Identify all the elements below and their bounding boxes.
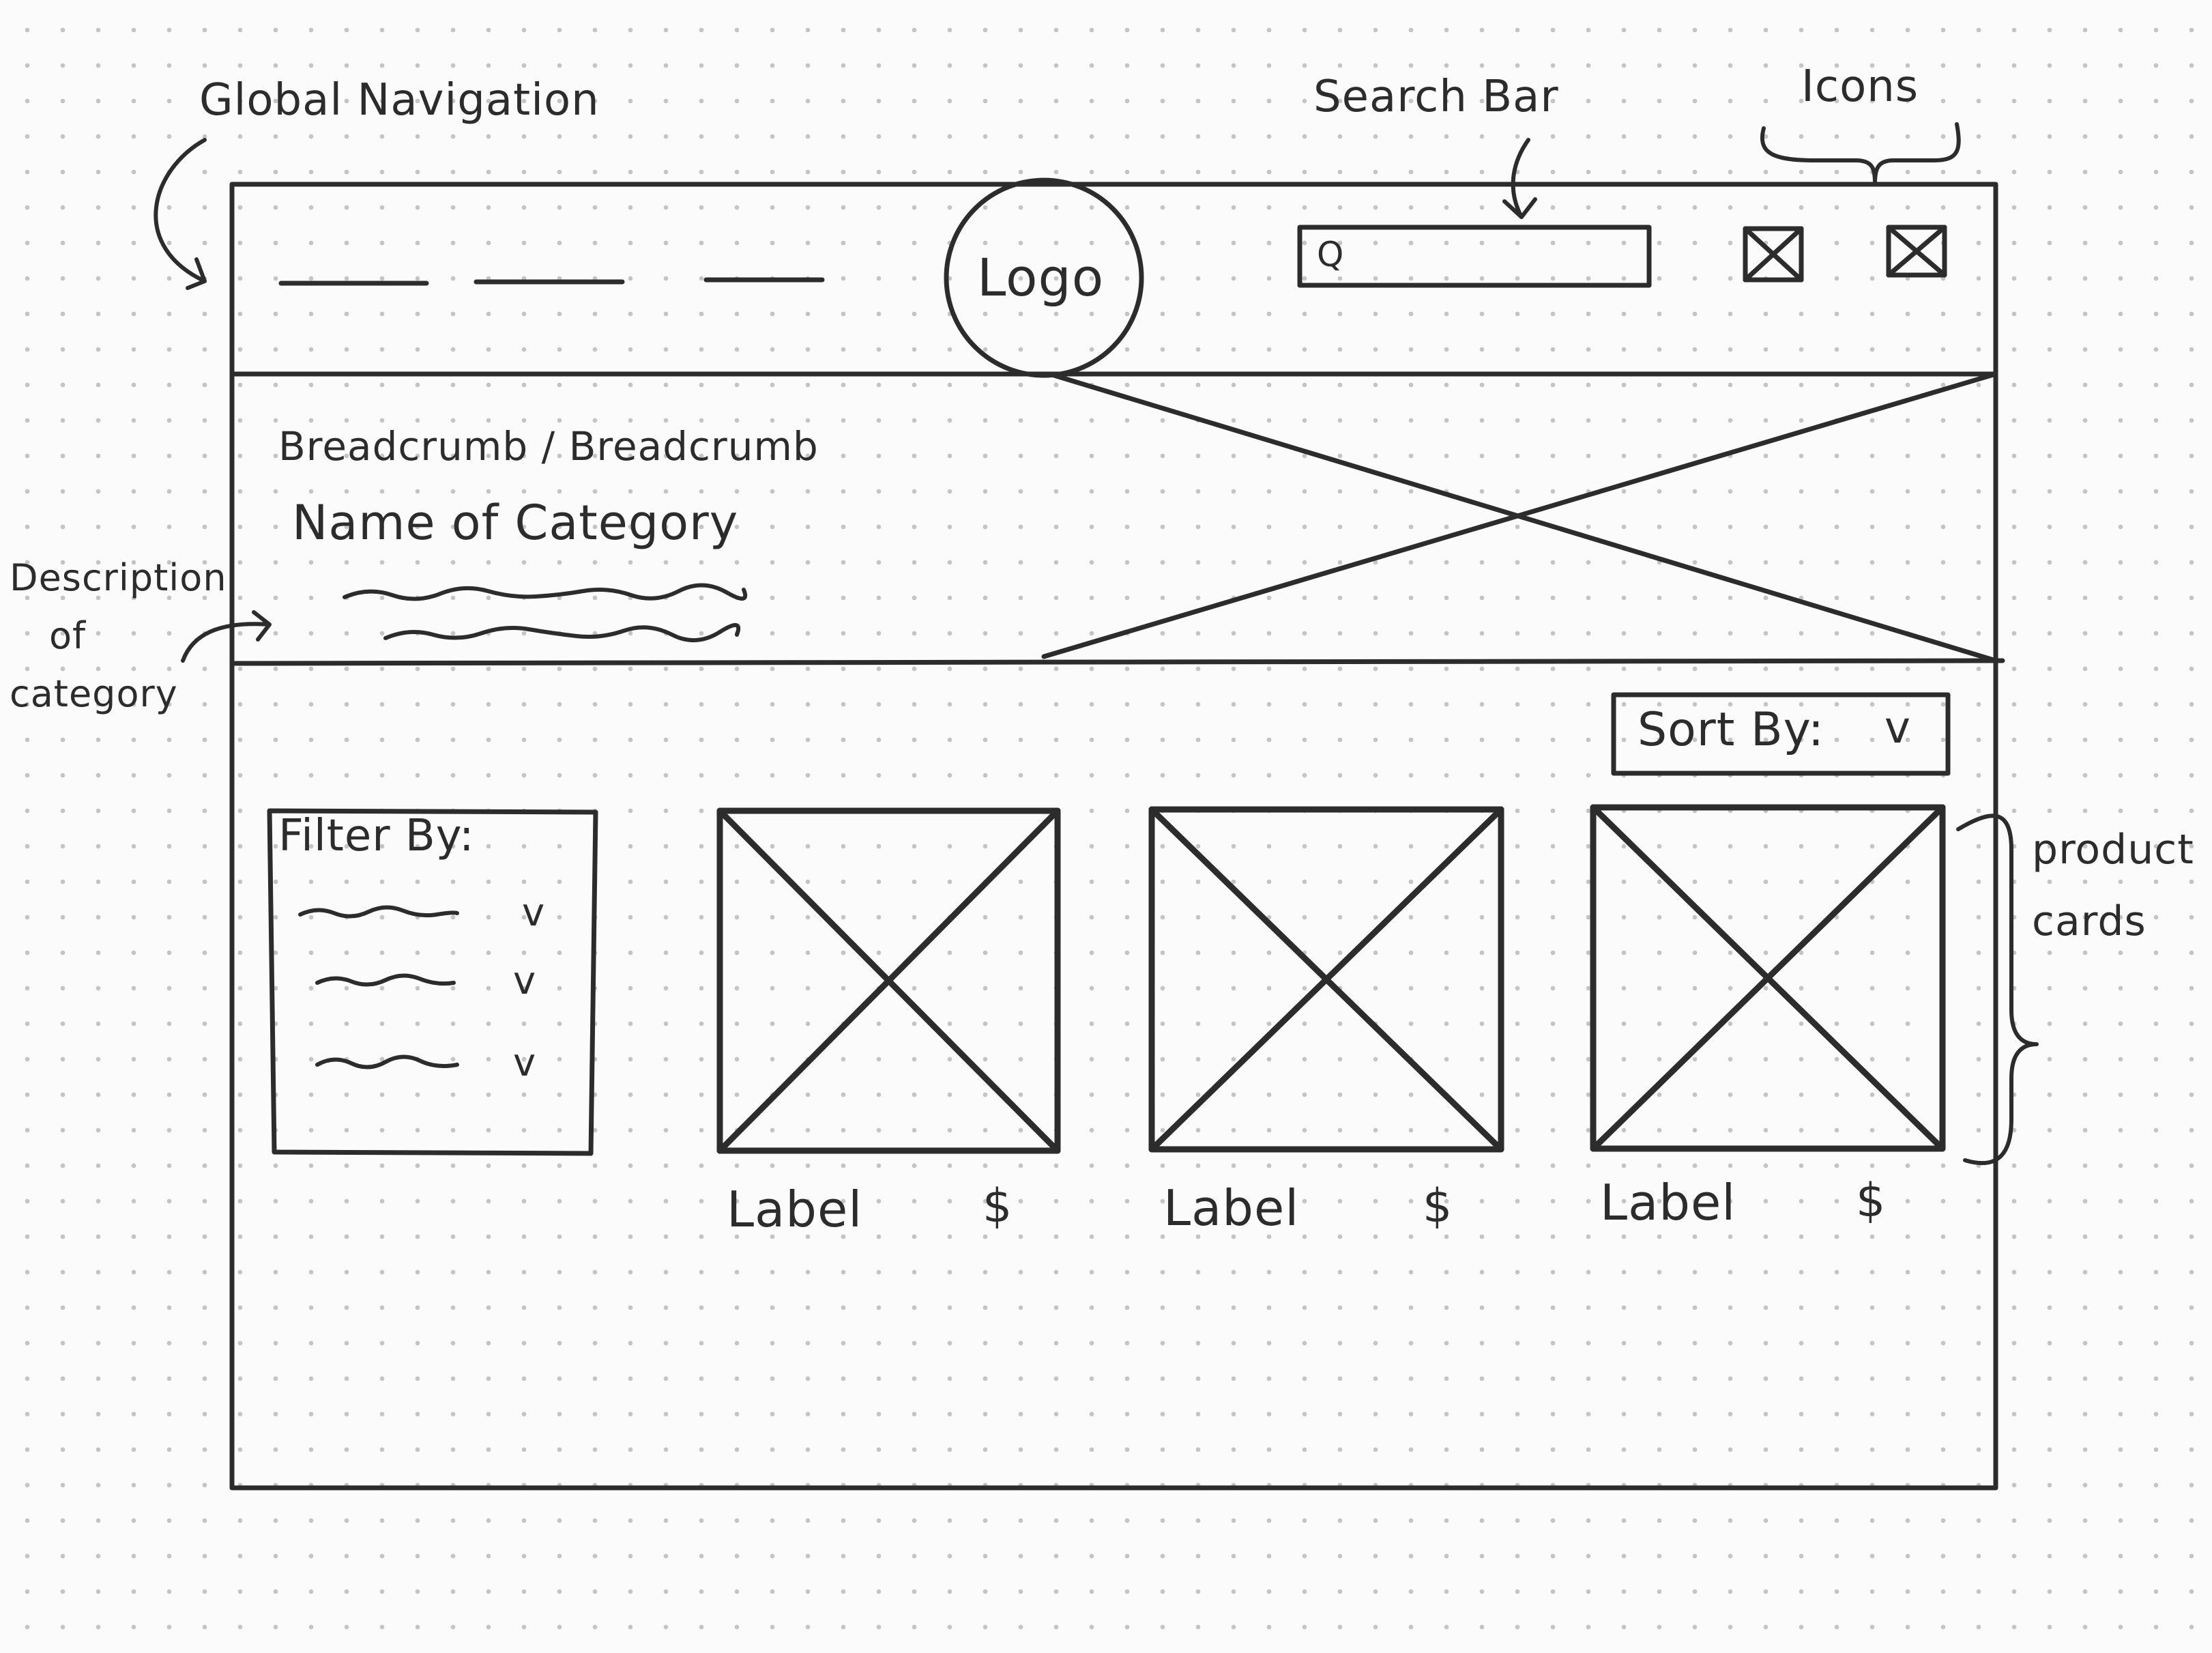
category-title: Name of Category (292, 495, 739, 551)
product-card-3-price: $ (1856, 1174, 1887, 1228)
hero-image-placeholder (1041, 371, 1998, 663)
header-icon-2[interactable] (1886, 225, 1947, 278)
filter-chevron-icon[interactable]: v (522, 891, 546, 935)
product-card-1-price: $ (983, 1179, 1013, 1233)
product-card-2-price: $ (1423, 1179, 1453, 1233)
sort-label[interactable]: Sort By: (1638, 703, 1824, 757)
filter-chevron-icon[interactable]: v (513, 959, 537, 1003)
global-nav[interactable] (278, 277, 825, 286)
logo-circle[interactable] (944, 177, 1144, 378)
annotation-global-navigation: Global Navigation (199, 75, 600, 126)
annotation-cards: cards (2032, 897, 2146, 945)
global-nav-arrow (154, 138, 207, 290)
logo[interactable]: Logo (977, 247, 1105, 308)
filter-panel[interactable] (267, 808, 598, 1156)
annotation-of: of (49, 614, 87, 657)
product-card-1-label[interactable]: Label (727, 1181, 863, 1238)
filter-title: Filter By: (278, 811, 475, 861)
hero-divider (233, 658, 2005, 666)
annotation-search-bar: Search Bar (1313, 72, 1559, 122)
search-input[interactable] (1297, 225, 1652, 288)
annotation-category: category (10, 672, 178, 715)
annotation-description: Description (10, 556, 227, 599)
filter-option-1[interactable] (298, 905, 459, 919)
category-description (343, 583, 748, 643)
product-card-1-image[interactable] (716, 807, 1061, 1154)
search-bar-arrow (1502, 138, 1537, 219)
icons-brace (1760, 122, 1961, 185)
annotation-product: product (2032, 826, 2194, 874)
product-card-3-image[interactable] (1590, 804, 1946, 1152)
breadcrumb[interactable]: Breadcrumb / Breadcrumb (278, 423, 819, 470)
filter-option-3[interactable] (315, 1054, 459, 1069)
page-frame (229, 182, 1998, 1491)
filter-option-2[interactable] (315, 973, 456, 987)
product-cards-brace (1956, 814, 2039, 1166)
product-card-2-label[interactable]: Label (1163, 1179, 1300, 1237)
search-icon[interactable]: Q (1317, 235, 1345, 274)
filter-chevron-icon[interactable]: v (513, 1041, 537, 1085)
sort-chevron-icon[interactable]: v (1884, 703, 1911, 753)
product-card-3-label[interactable]: Label (1600, 1174, 1736, 1231)
annotation-icons: Icons (1801, 61, 1919, 112)
product-card-2-image[interactable] (1148, 806, 1504, 1153)
sort-dropdown[interactable] (1611, 692, 1951, 776)
description-arrow (181, 610, 272, 663)
header-icon-1[interactable] (1743, 226, 1804, 283)
